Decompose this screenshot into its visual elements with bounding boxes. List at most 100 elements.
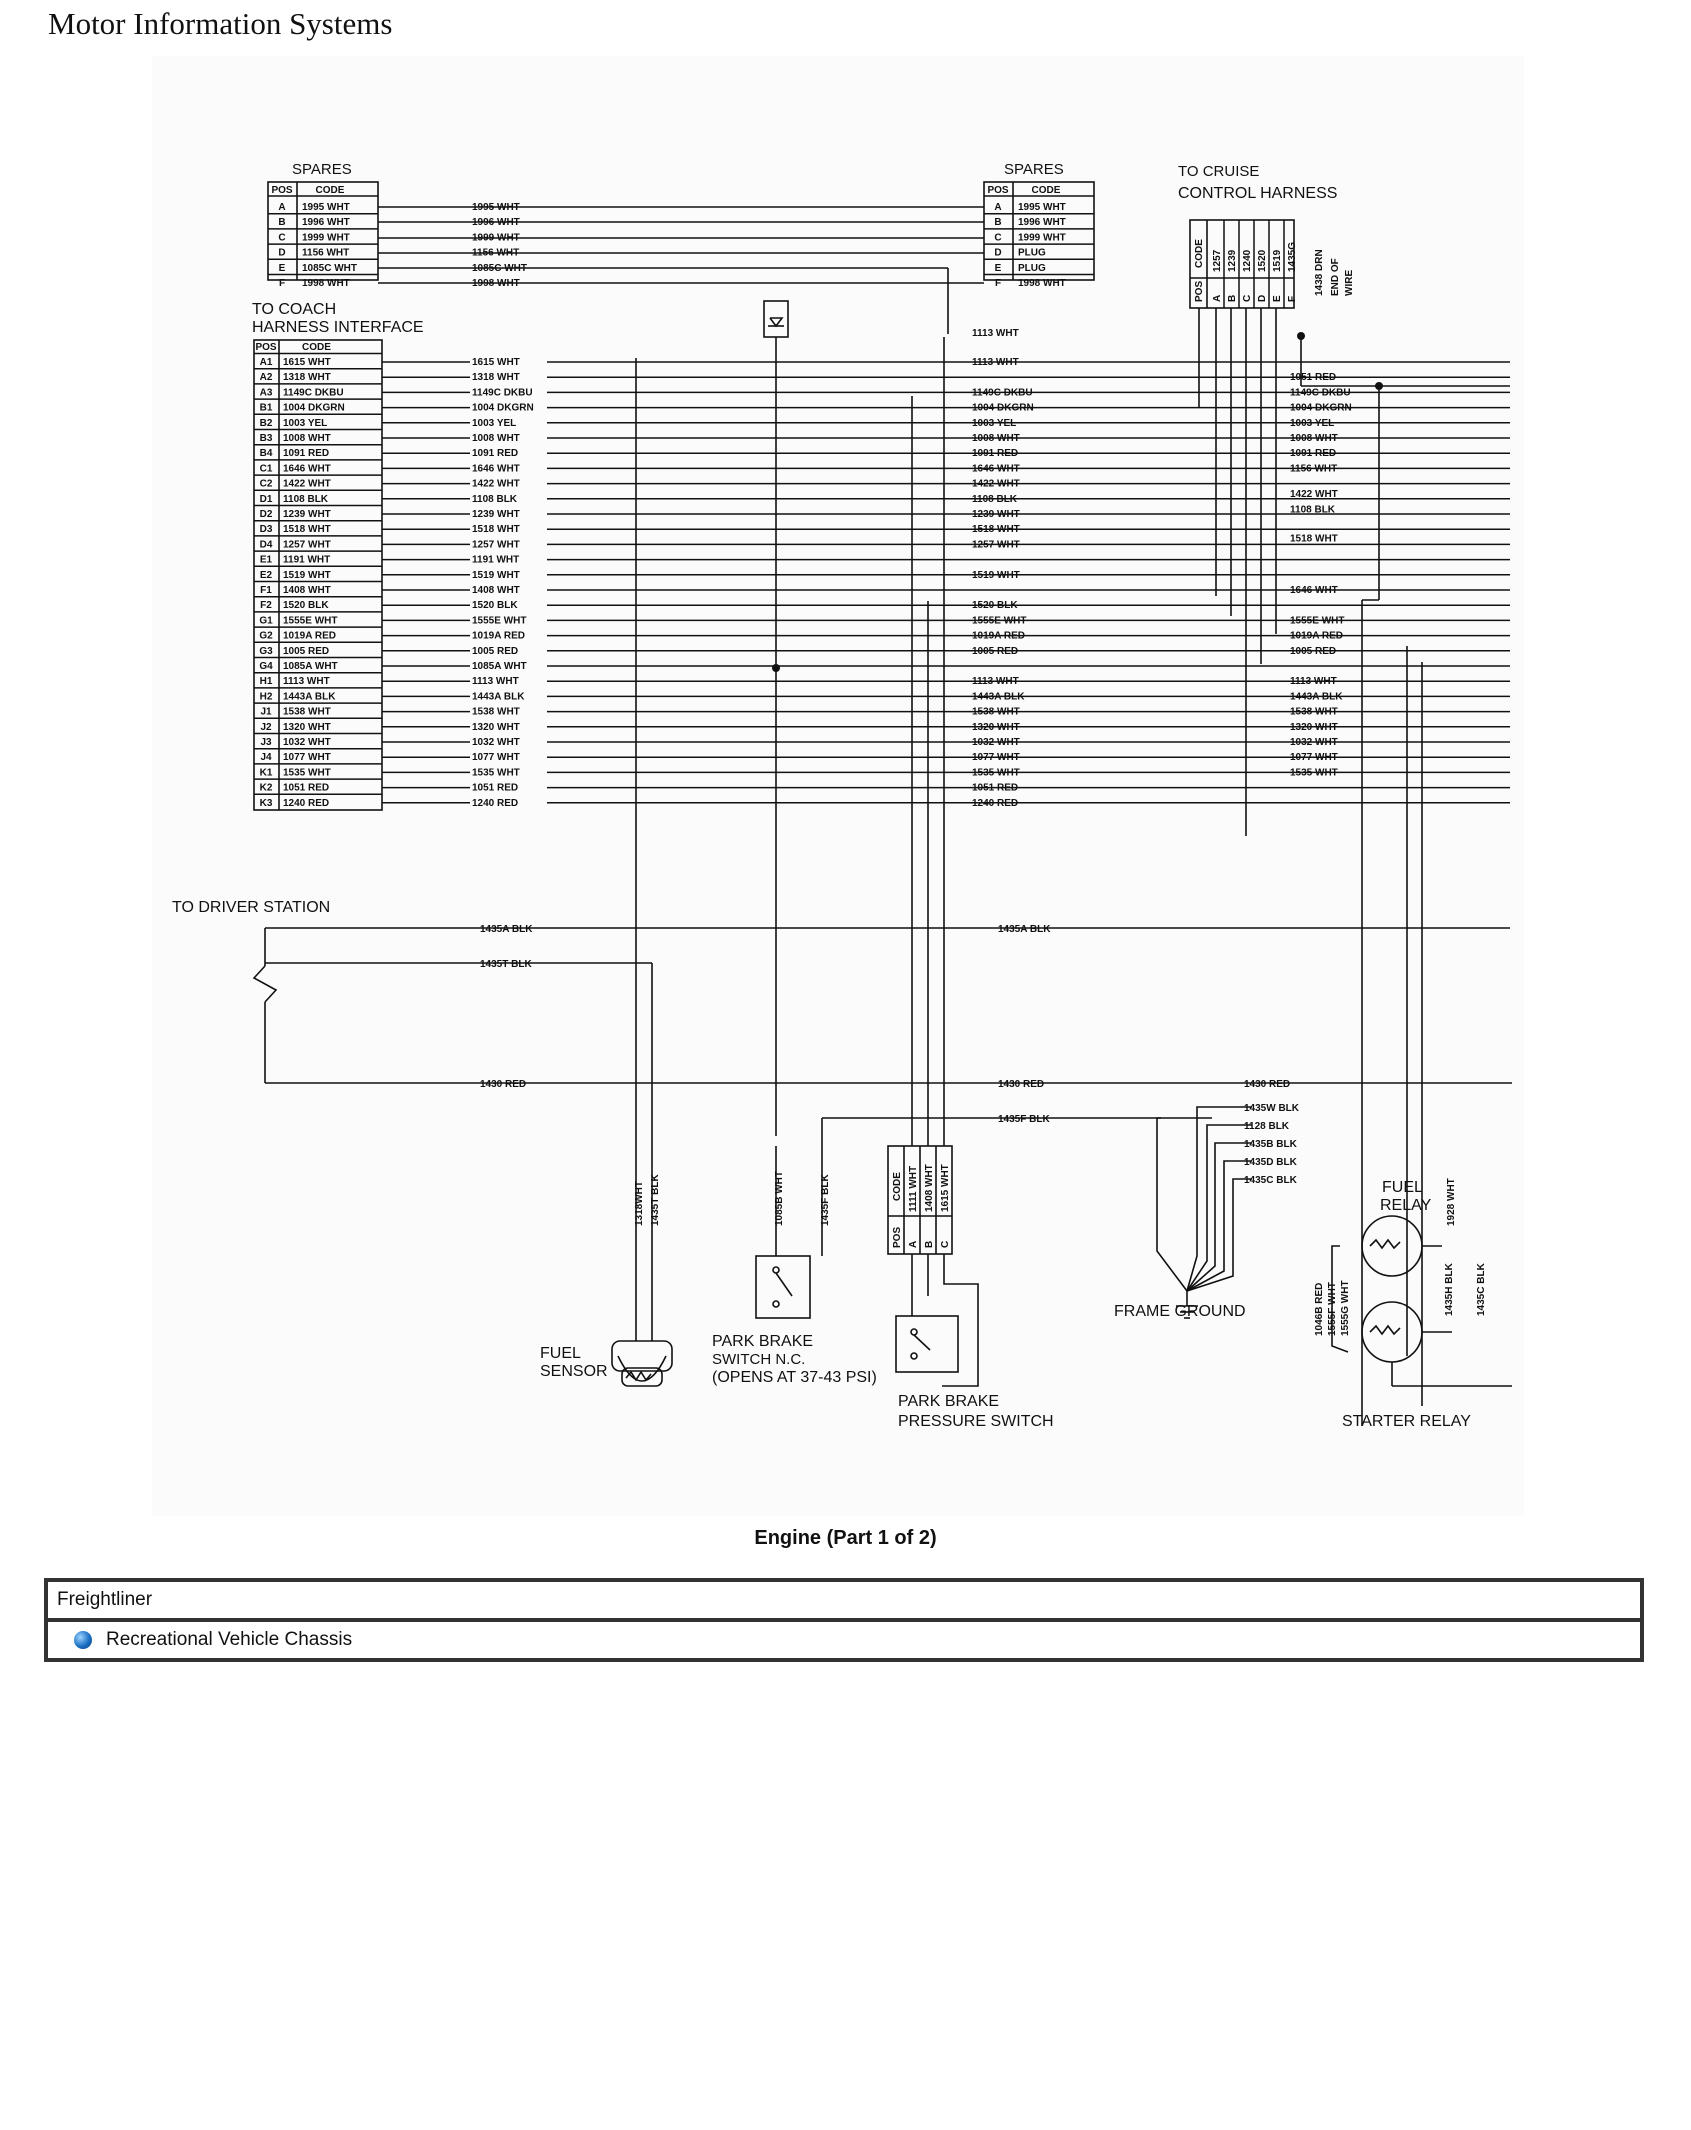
fuel-relay-label: FUEL <box>1382 1179 1423 1196</box>
coach-wire-label: 1615 WHT <box>472 357 520 368</box>
ground-wire-label: 1435D BLK <box>1244 1157 1298 1168</box>
right-wire-label: 1077 WHT <box>1290 752 1338 763</box>
pressure-code: 1615 WHT <box>940 1164 951 1212</box>
ground-wire-label: 1435C BLK <box>1244 1175 1298 1186</box>
coach-wire-label: 1240 RED <box>472 798 518 809</box>
driver-wire-label: 1435A BLK <box>998 924 1051 935</box>
page-header: Motor Information Systems <box>48 6 393 41</box>
coach-wire-label: 1019A RED <box>472 631 525 642</box>
starter-wire-label: 1435C BLK <box>1476 1262 1487 1316</box>
coach-wire-label: 1519 WHT <box>472 570 520 581</box>
right-wire-label: 1149C DKBU <box>1290 387 1351 398</box>
spare-wire-label: 1995 WHT <box>472 202 520 213</box>
spares-right-col-code: CODE <box>1032 185 1061 196</box>
coach-code: 1005 RED <box>283 646 329 657</box>
cruise-end-note: WIRE <box>1344 270 1355 296</box>
fuel-sensor-wire: 1318WHT <box>634 1181 645 1226</box>
mid-wire-label: 1257 WHT <box>972 539 1020 550</box>
cruise-end-note: END OF <box>1330 258 1341 296</box>
right-wire-label: 1091 RED <box>1290 448 1336 459</box>
cruise-pos: D <box>1257 295 1268 302</box>
coach-title: TO COACH <box>252 301 336 318</box>
pressure-pos: A <box>908 1241 919 1248</box>
coach-pos: D4 <box>260 539 273 550</box>
coach-code: 1032 WHT <box>283 737 331 748</box>
coach-code: 1535 WHT <box>283 767 331 778</box>
park-brake-switch-label: (OPENS AT 37-43 PSI) <box>712 1369 877 1386</box>
starter-wire-label: 1046B RED <box>1314 1283 1325 1336</box>
coach-subtitle: HARNESS INTERFACE <box>252 319 424 336</box>
coach-wire-label: 1408 WHT <box>472 585 520 596</box>
spares-left-pos: D <box>278 248 285 259</box>
spare-wire-label: 1999 WHT <box>472 232 520 243</box>
cruise-code: 1435G <box>1287 242 1298 272</box>
coach-pos: J4 <box>260 752 272 763</box>
mid-wire-label: 1113 WHT <box>972 357 1019 368</box>
fuel-sensor-label: SENSOR <box>540 1363 608 1380</box>
mid-wire-label: 1240 RED <box>972 798 1018 809</box>
fuel-sensor-label: FUEL <box>540 1345 581 1362</box>
cruise-pos: E <box>1272 295 1283 302</box>
driver-station-title: TO DRIVER STATION <box>172 899 330 916</box>
right-wire-label: 1646 WHT <box>1290 585 1338 596</box>
driver-wire-label: 1435F BLK <box>998 1114 1050 1125</box>
coach-wire-label: 1191 WHT <box>472 555 519 566</box>
mid-wire-label: 1091 RED <box>972 448 1018 459</box>
fuel-sensor-wire: 1435T BLK <box>650 1174 661 1226</box>
mid-wire-label: 1535 WHT <box>972 767 1020 778</box>
spares-left-pos: B <box>278 217 285 228</box>
coach-pos: B1 <box>260 403 273 414</box>
cruise-connector <box>1189 219 1295 309</box>
coach-wire-label: 1518 WHT <box>472 524 520 535</box>
mid-wire-label: 1519 WHT <box>972 570 1020 581</box>
coach-wire-label: 1108 BLK <box>472 494 518 505</box>
coach-code: 1240 RED <box>283 798 329 809</box>
coach-wire-label: 1257 WHT <box>472 539 520 550</box>
coach-pos: H1 <box>260 676 273 687</box>
coach-pos: B3 <box>260 433 273 444</box>
coach-wire-label: 1113 WHT <box>472 676 519 687</box>
starter-wire-label: 1435H BLK <box>1444 1262 1455 1316</box>
coach-pos: D1 <box>260 494 273 505</box>
coach-wire-label: 1085A WHT <box>472 661 527 672</box>
spares-left-pos: E <box>279 263 286 274</box>
pressure-col-pos: POS <box>892 1227 903 1248</box>
spares-left-pos: A <box>278 202 285 213</box>
mid-wire-label: 1538 WHT <box>972 707 1020 718</box>
vehicle-model[interactable]: Recreational Vehicle Chassis <box>48 1622 1640 1658</box>
coach-pos: K3 <box>260 798 273 809</box>
spares-left-code: 1156 WHT <box>302 248 349 259</box>
spares-right-pos: A <box>994 202 1001 213</box>
coach-pos: G3 <box>259 646 273 657</box>
coach-code: 1019A RED <box>283 631 336 642</box>
coach-wire-label: 1003 YEL <box>472 418 516 429</box>
coach-wire-label: 1032 WHT <box>472 737 520 748</box>
starter-relay-label: STARTER RELAY <box>1342 1413 1471 1430</box>
cruise-code: 1520 <box>1257 249 1268 272</box>
pressure-pos: B <box>924 1241 935 1248</box>
coach-pos: F2 <box>260 600 272 611</box>
right-wire-label: 1108 BLK <box>1290 504 1336 515</box>
coach-wire-label: 1091 RED <box>472 448 518 459</box>
coach-code: 1443A BLK <box>283 691 336 702</box>
spare-wire-label: 1085C WHT <box>472 263 527 274</box>
cruise-end-wire: 1438 DRN <box>1314 249 1325 296</box>
vehicle-make[interactable]: Freightliner <box>48 1582 1640 1622</box>
spares-left-pos: C <box>278 232 285 243</box>
mid-wire-label: 1113 WHT <box>972 676 1019 687</box>
park-brake-switch-label: PARK BRAKE <box>712 1333 813 1350</box>
mid-wire-label: 1019A RED <box>972 631 1025 642</box>
coach-wire-label: 1538 WHT <box>472 707 520 718</box>
spares-right-pos: E <box>995 263 1002 274</box>
mid-wire-label: 1239 WHT <box>972 509 1020 520</box>
spares-right-pos: F <box>995 278 1001 289</box>
cruise-code: 1240 <box>1242 249 1253 272</box>
right-wire-label: 1538 WHT <box>1290 707 1338 718</box>
spares-left-col-code: CODE <box>316 185 345 196</box>
driver-wire-label: 1435A BLK <box>480 924 533 935</box>
mid-wire-label: 1032 WHT <box>972 737 1020 748</box>
diagram-caption: Engine (Part 1 of 2) <box>754 1527 937 1549</box>
spare-wire-label: 1996 WHT <box>472 217 520 228</box>
junction-dot <box>1375 382 1383 390</box>
coach-code: 1149C DKBU <box>283 387 344 398</box>
